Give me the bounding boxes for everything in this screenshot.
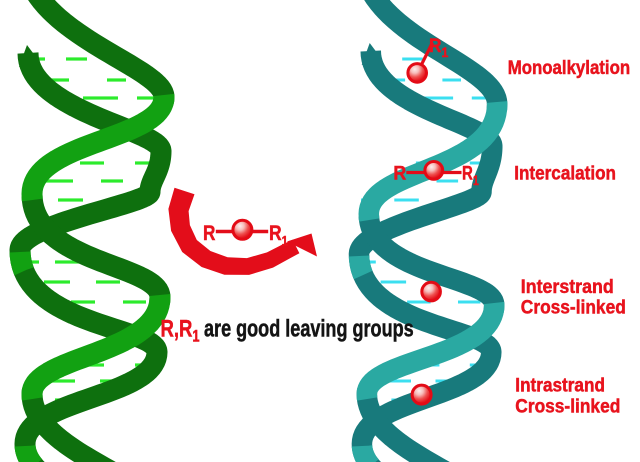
svg-text:Cross-linked: Cross-linked <box>515 395 620 417</box>
svg-text:Monoalkylation: Monoalkylation <box>508 57 630 78</box>
svg-text:Cross-linked: Cross-linked <box>521 296 626 318</box>
svg-text:Intrastrand: Intrastrand <box>515 374 605 396</box>
svg-text:Intercalation: Intercalation <box>514 161 616 183</box>
svg-text:are good leaving groups: are good leaving groups <box>204 315 414 342</box>
svg-text:R: R <box>393 162 406 184</box>
svg-text:R,R1: R,R1 <box>161 314 200 346</box>
svg-text:Interstrand: Interstrand <box>521 275 614 297</box>
svg-text:R1: R1 <box>269 221 288 248</box>
svg-text:R: R <box>203 221 215 245</box>
svg-text:R1: R1 <box>462 162 479 189</box>
